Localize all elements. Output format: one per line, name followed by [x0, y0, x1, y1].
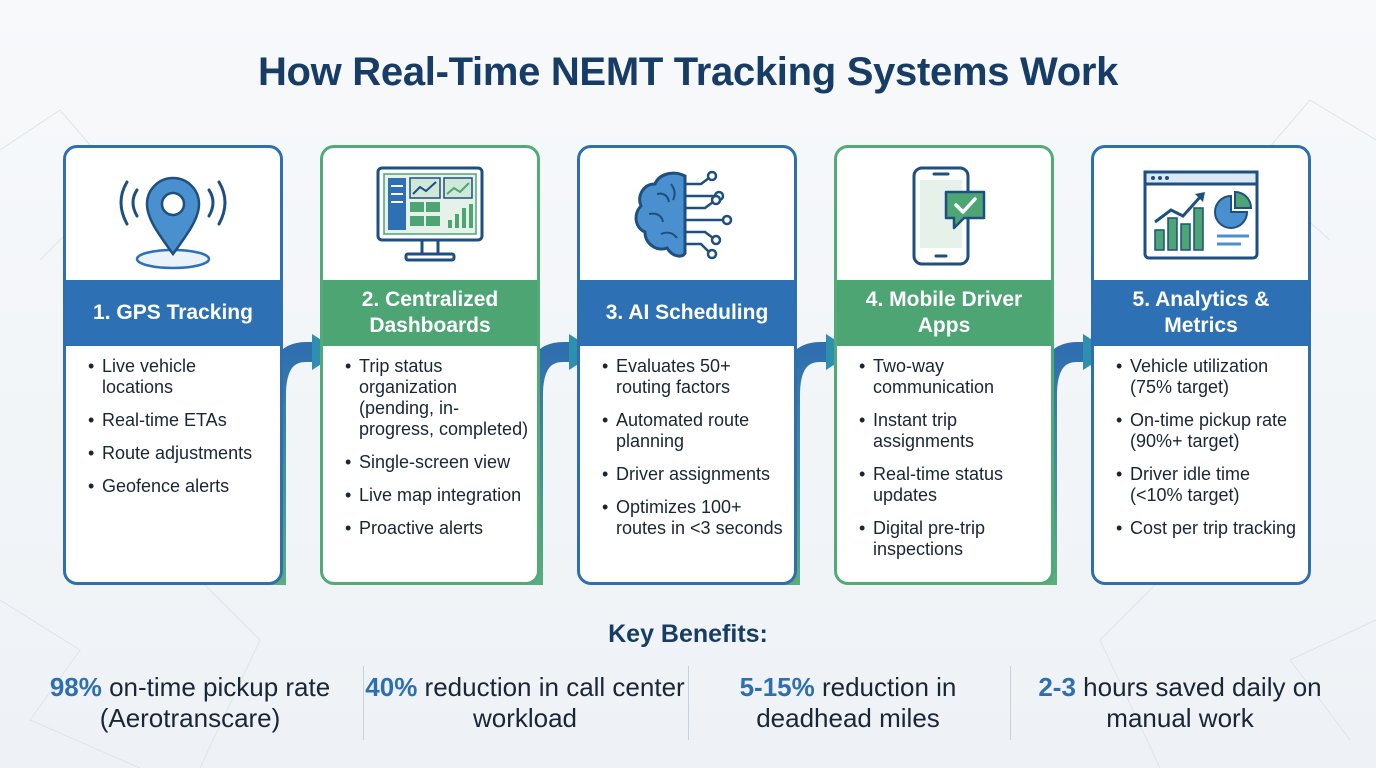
step-heading: 4. Mobile Driver Apps — [837, 280, 1051, 346]
step-card-analytics-metrics: 5. Analytics & Metrics Vehicle utilizati… — [1091, 145, 1311, 585]
benefit-text: reduction in deadhead miles — [756, 672, 957, 733]
list-item: Vehicle utilization (75% target) — [1116, 356, 1300, 398]
location-pin-signal-icon — [119, 176, 227, 270]
benefit-divider — [1010, 666, 1011, 740]
step-heading: 1. GPS Tracking — [66, 280, 280, 346]
benefits-title: Key Benefits: — [608, 620, 768, 648]
step-bullet-list: Two-way communication Instant trip assig… — [837, 356, 1051, 572]
step-card-centralized-dashboards: 2. Centralized Dashboards Trip status or… — [320, 145, 540, 585]
step-heading: 3. AI Scheduling — [580, 280, 794, 346]
list-item: Digital pre-trip inspections — [859, 518, 1043, 560]
benefit-text: hours saved daily on manual work — [1075, 672, 1322, 733]
list-item: Evaluates 50+ routing factors — [602, 356, 786, 398]
benefit-value: 98% — [49, 672, 102, 702]
list-item: Live vehicle locations — [88, 356, 272, 398]
step-card-gps-tracking: 1. GPS Tracking Live vehicle locations R… — [63, 145, 283, 585]
benefit-deadhead-miles: 5-15% reduction in deadhead miles — [688, 672, 1008, 734]
step-heading: 2. Centralized Dashboards — [323, 280, 537, 346]
benefit-text: reduction in call center workload — [417, 672, 685, 733]
list-item: Optimizes 100+ routes in <3 seconds — [602, 497, 786, 539]
list-item: Geofence alerts — [88, 476, 272, 497]
benefit-hours-saved: 2-3 hours saved daily on manual work — [1020, 672, 1340, 734]
benefit-call-center: 40% reduction in call center workload — [365, 672, 685, 734]
list-item: Live map integration — [345, 485, 529, 506]
ai-brain-circuit-icon — [634, 170, 733, 260]
list-item: Instant trip assignments — [859, 410, 1043, 452]
benefit-text: on-time pickup rate (Aerotranscare) — [99, 672, 331, 733]
step-heading: 5. Analytics & Metrics — [1094, 280, 1308, 346]
list-item: Real-time status updates — [859, 464, 1043, 506]
step-bullet-list: Live vehicle locations Real-time ETAs Ro… — [66, 356, 280, 509]
list-item: Single-screen view — [345, 452, 529, 473]
benefit-divider — [363, 666, 364, 740]
analytics-chart-icon — [1143, 170, 1259, 260]
benefit-on-time-pickup: 98% on-time pickup rate (Aerotranscare) — [30, 672, 350, 734]
list-item: Two-way communication — [859, 356, 1043, 398]
dashboard-monitor-icon — [376, 166, 484, 262]
list-item: Proactive alerts — [345, 518, 529, 539]
smartphone-chat-icon — [912, 166, 986, 266]
step-bullet-list: Evaluates 50+ routing factors Automated … — [580, 356, 794, 551]
list-item: Automated route planning — [602, 410, 786, 452]
benefit-value: 40% — [365, 672, 418, 702]
page-title: How Real-Time NEMT Tracking Systems Work — [257, 50, 1119, 94]
step-bullet-list: Trip status organization (pending, in-pr… — [323, 356, 537, 551]
list-item: Driver idle time (<10% target) — [1116, 464, 1300, 506]
step-card-mobile-driver-apps: 4. Mobile Driver Apps Two-way communicat… — [834, 145, 1054, 585]
benefit-divider — [688, 666, 689, 740]
list-item: Cost per trip tracking — [1116, 518, 1300, 539]
step-bullet-list: Vehicle utilization (75% target) On-time… — [1094, 356, 1308, 551]
list-item: Driver assignments — [602, 464, 786, 485]
list-item: On-time pickup rate (90%+ target) — [1116, 410, 1300, 452]
list-item: Trip status organization (pending, in-pr… — [345, 356, 529, 440]
list-item: Route adjustments — [88, 443, 272, 464]
benefit-value: 2-3 — [1038, 672, 1076, 702]
list-item: Real-time ETAs — [88, 410, 272, 431]
step-card-ai-scheduling: 3. AI Scheduling Evaluates 50+ routing f… — [577, 145, 797, 585]
benefit-value: 5-15% — [739, 672, 815, 702]
